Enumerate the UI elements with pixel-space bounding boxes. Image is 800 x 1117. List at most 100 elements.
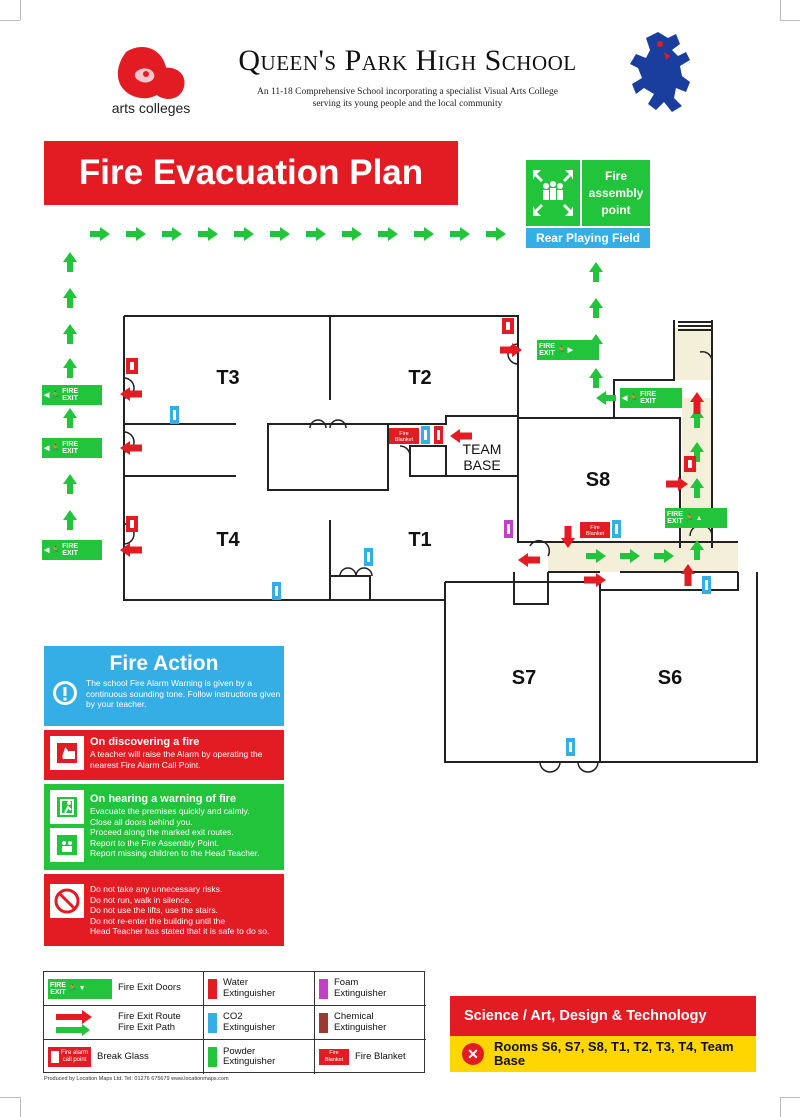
assembly-label-line: point xyxy=(601,202,631,217)
assembly-point-icon xyxy=(50,828,84,862)
fire-exit-text: FIRE xyxy=(62,388,79,395)
fire-action-title: Fire Action xyxy=(109,652,219,675)
door-swings xyxy=(123,343,714,773)
fire-action-intro-text: The school Fire Alarm Warning is given b… xyxy=(86,678,281,709)
arts-colleges-label: arts colleges xyxy=(111,100,191,116)
floor-plan: T3 T2 T4 T1 S8 S7 S6 TEAM BASE xyxy=(63,227,758,773)
assembly-point-icon xyxy=(526,160,582,226)
fire-alarm-icon xyxy=(50,736,84,770)
room-label-s8: S8 xyxy=(586,469,610,491)
department-heading: Science / Art, Design & Technology xyxy=(450,996,756,1036)
prohibition-line: Do not run, walk in silence. xyxy=(90,894,192,905)
fire-assembly-point-sign: Fire assembly point xyxy=(526,160,650,226)
crop-mark xyxy=(780,20,800,21)
fire-blanket-label: Fire xyxy=(399,431,408,437)
fire-exit-text: EXIT xyxy=(62,395,78,402)
fire-exit-text: FIRE xyxy=(640,391,657,398)
fire-action-header: Fire Action The school Fire Alarm Warnin… xyxy=(44,646,284,726)
legend-label: Break Glass xyxy=(97,1050,149,1062)
assembly-location-label: Rear Playing Field xyxy=(526,228,650,248)
lion-crest-icon xyxy=(630,32,690,112)
legend-co2-extinguisher: CO2 Extinguisher xyxy=(204,1006,315,1040)
room-label-s6: S6 xyxy=(658,667,682,689)
subtitle-line: An 11-18 Comprehensive School incorporat… xyxy=(256,87,558,97)
fire-blanket-label: Fire xyxy=(590,525,599,531)
fire-exit-text: FIRE xyxy=(62,441,79,448)
close-x-icon: ✕ xyxy=(462,1043,484,1065)
department-rooms: ✕ Rooms S6, S7, S8, T1, T2, T3, T4, Team… xyxy=(450,1036,756,1072)
fire-exit-text: EXIT xyxy=(62,448,78,455)
fire-blanket-text: Blanket xyxy=(324,1057,344,1063)
powder-extinguisher-icon xyxy=(208,1047,217,1067)
prohibition-line: Do not re-enter the building until the xyxy=(90,915,226,926)
crop-mark xyxy=(0,20,20,21)
legend-powder-extinguisher: Powder Extinguisher xyxy=(204,1040,315,1074)
co2-extinguisher-icon xyxy=(208,1012,217,1033)
call-point-icon xyxy=(51,1051,59,1063)
hearing-warning-panel: On hearing a warning of fire Evacuate th… xyxy=(44,784,284,870)
break-glass-sign-text: Fire alarm xyxy=(61,1050,89,1056)
hearing-warning-title: On hearing a warning of fire xyxy=(90,793,237,805)
school-name: Queen's Park High School xyxy=(238,44,577,77)
crop-mark xyxy=(20,1097,21,1117)
room-label-t1: T1 xyxy=(408,529,431,551)
arrow-left-icon: ◀ xyxy=(44,546,50,554)
department-rooms-text: Rooms S6, S7, S8, T1, T2, T3, T4, Team B… xyxy=(494,1039,734,1068)
room-label-t4: T4 xyxy=(216,529,240,551)
fire-exit-text: FIRE xyxy=(50,981,66,989)
water-extinguisher-icon xyxy=(208,978,217,999)
room-label-t3: T3 xyxy=(216,367,239,389)
page-title: Fire Evacuation Plan xyxy=(44,141,458,205)
fire-exit-text: EXIT xyxy=(539,350,555,357)
break-glass-points xyxy=(126,318,696,532)
legend-water-extinguisher: Water Extinguisher xyxy=(204,972,315,1006)
legend-chemical-extinguisher: Chemical Extinguisher xyxy=(315,1006,426,1040)
school-subtitle: An 11-18 Comprehensive School incorporat… xyxy=(215,86,600,110)
legend-label: CO2 Extinguisher xyxy=(223,1011,276,1033)
running-man-icon: 🏃 xyxy=(51,391,61,399)
fire-exit-text: FIRE xyxy=(62,543,79,550)
crop-mark xyxy=(780,1097,800,1098)
arrow-left-icon: ◀ xyxy=(44,391,50,399)
arrow-right-icon: ▶ xyxy=(567,346,574,354)
hearing-warning-line: Evacuate the premises quickly and calmly… xyxy=(90,806,250,816)
exit-running-man-icon xyxy=(50,790,84,824)
legend-fire-exit-route: Fire Exit Route Fire Exit Path xyxy=(44,1006,204,1040)
legend-label: Fire Exit Doors xyxy=(118,982,181,994)
running-man-icon: 🏃 xyxy=(629,394,639,402)
legend-label: Chemical Extinguisher xyxy=(334,1011,387,1033)
discover-fire-text: A teacher will raise the Alarm by operat… xyxy=(90,749,263,770)
room-label-t2: T2 xyxy=(408,367,431,389)
arrow-down-icon: ▼ xyxy=(78,985,86,992)
fire-blanket-label: Blanket xyxy=(395,437,414,443)
arrow-left-icon: ◀ xyxy=(44,444,50,452)
room-label-s7: S7 xyxy=(512,667,536,689)
hearing-warning-line: Report to the Fire Assembly Point. xyxy=(90,837,219,848)
producer-credit: Produced by Location Maps Ltd. Tel: 0127… xyxy=(44,1076,229,1082)
fire-blanket-text: Fire xyxy=(329,1050,339,1056)
fire-exit-text: EXIT xyxy=(50,988,66,996)
running-man-icon: 🏃 xyxy=(684,514,694,522)
legend-label: Powder Extinguisher xyxy=(223,1045,276,1067)
arrow-up-icon: ▲ xyxy=(695,514,703,522)
prohibition-line: Do not take any unnecessary risks. xyxy=(90,884,223,894)
fire-blanket-label: Blanket xyxy=(586,531,605,537)
legend-label: Fire Exit Route Fire Exit Path xyxy=(118,1011,181,1033)
fire-exit-text: EXIT xyxy=(640,398,656,405)
extinguishers xyxy=(170,406,711,756)
discover-fire-panel: On discovering a fire A teacher will rai… xyxy=(44,730,284,780)
prohibition-line: Head Teacher has stated that it is safe … xyxy=(90,926,270,936)
running-man-icon: 🏃 xyxy=(51,546,61,554)
crop-mark xyxy=(780,1097,781,1117)
arrow-left-icon: ◀ xyxy=(622,394,628,402)
fire-exit-text: EXIT xyxy=(667,518,683,525)
running-man-icon: 🏃 xyxy=(556,346,566,354)
assembly-label-line: Fire xyxy=(604,168,627,183)
